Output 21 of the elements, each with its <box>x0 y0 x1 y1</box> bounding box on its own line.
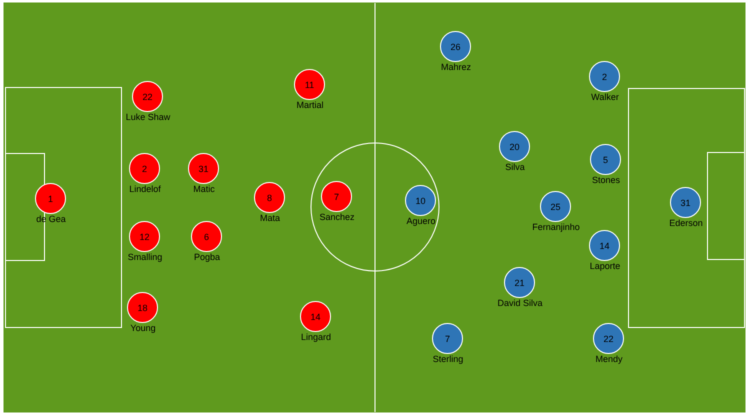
player-name: David Silva <box>496 298 544 309</box>
player-name: Walker <box>590 92 620 103</box>
player-name: Silva <box>504 162 526 173</box>
player-name: Mendy <box>594 354 624 365</box>
player-name: Fernanjinho <box>531 222 581 233</box>
player-name: Ederson <box>668 218 704 229</box>
player-name: Martial <box>295 100 324 111</box>
player-name: Sterling <box>432 354 464 365</box>
player-name: Pogba <box>192 252 222 263</box>
player-name: Luke Shaw <box>124 112 172 123</box>
player-name: Stones <box>590 175 622 186</box>
player-name: Young <box>129 323 157 334</box>
player-name: Lingard <box>300 332 332 343</box>
player-name: Laporte <box>588 261 622 272</box>
player-name: Matic <box>192 184 216 195</box>
player-name: Mahrez <box>440 62 472 73</box>
player-name: Mata <box>258 213 281 224</box>
player-name: Smalling <box>126 252 164 263</box>
player-name: Aguero <box>405 216 437 227</box>
player-name: Sanchez <box>318 212 356 223</box>
player-name: Lindelof <box>128 184 162 195</box>
